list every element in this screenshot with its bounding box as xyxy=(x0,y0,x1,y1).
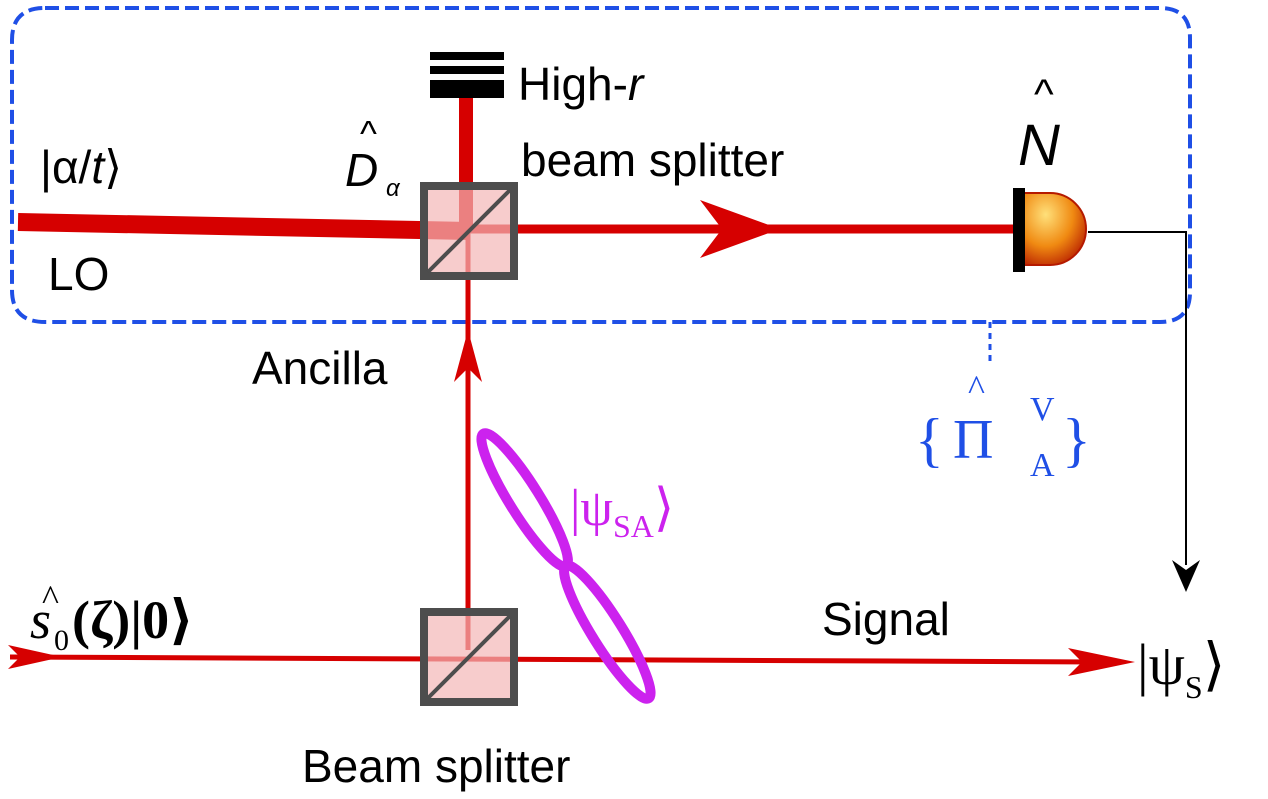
svg-text:^: ^ xyxy=(360,113,377,154)
svg-text:N: N xyxy=(1018,113,1060,178)
svg-text:D: D xyxy=(345,144,378,196)
svg-text:(ζ)|0⟩: (ζ)|0⟩ xyxy=(72,590,194,650)
povm-label: { ^ Π V A } xyxy=(915,368,1091,484)
lo-state-label: |α/t⟩ xyxy=(40,141,122,193)
svg-text:{: { xyxy=(915,407,944,473)
svg-text:}: } xyxy=(1062,407,1091,473)
signal-output-arrow xyxy=(1068,648,1135,676)
feedforward-arrow xyxy=(1172,560,1200,592)
entangled-state-label: |ψSA⟩ xyxy=(570,480,674,544)
svg-text:α: α xyxy=(386,175,401,202)
beam-splitter-label: Beam splitter xyxy=(302,740,570,792)
entangled-state-lobes xyxy=(476,428,656,704)
squeezed-vacuum-input-label: ^ s 0 (ζ)|0⟩ xyxy=(30,578,194,657)
classical-feedforward-wire xyxy=(1088,231,1187,565)
ancilla-label: Ancilla xyxy=(252,342,388,394)
bottom-beam-splitter-icon xyxy=(420,608,518,706)
top-beam-splitter-icon xyxy=(420,182,518,280)
svg-text:High-r: High-r xyxy=(518,58,645,110)
svg-text:s: s xyxy=(30,590,51,650)
high-r-mirror-icon xyxy=(430,52,504,98)
svg-text:^: ^ xyxy=(1034,70,1054,117)
photon-detector-icon xyxy=(1013,188,1087,272)
signal-input-arrow xyxy=(8,645,62,669)
signal-beam xyxy=(9,654,1101,665)
lo-beam xyxy=(17,213,471,240)
svg-text:^: ^ xyxy=(968,368,985,408)
svg-text:Π: Π xyxy=(953,409,993,471)
lo-label: LO xyxy=(48,248,109,300)
signal-label: Signal xyxy=(822,593,950,645)
displacement-operator-label: ^ D α xyxy=(345,113,401,202)
high-r-beam-splitter-label: High-r beam splitter xyxy=(518,58,784,186)
svg-text:beam splitter: beam splitter xyxy=(521,134,784,186)
measurement-enclosure xyxy=(10,6,1192,324)
output-state-label: |ψS⟩ xyxy=(1137,632,1225,705)
svg-text:A: A xyxy=(1030,447,1055,484)
ancilla-beam-arrow xyxy=(454,330,482,382)
detector-beam-arrow xyxy=(700,200,780,258)
photon-number-operator-label: ^ N xyxy=(1018,70,1060,178)
svg-text:0: 0 xyxy=(54,624,69,657)
svg-text:V: V xyxy=(1030,391,1055,428)
svg-text:^: ^ xyxy=(42,578,59,618)
